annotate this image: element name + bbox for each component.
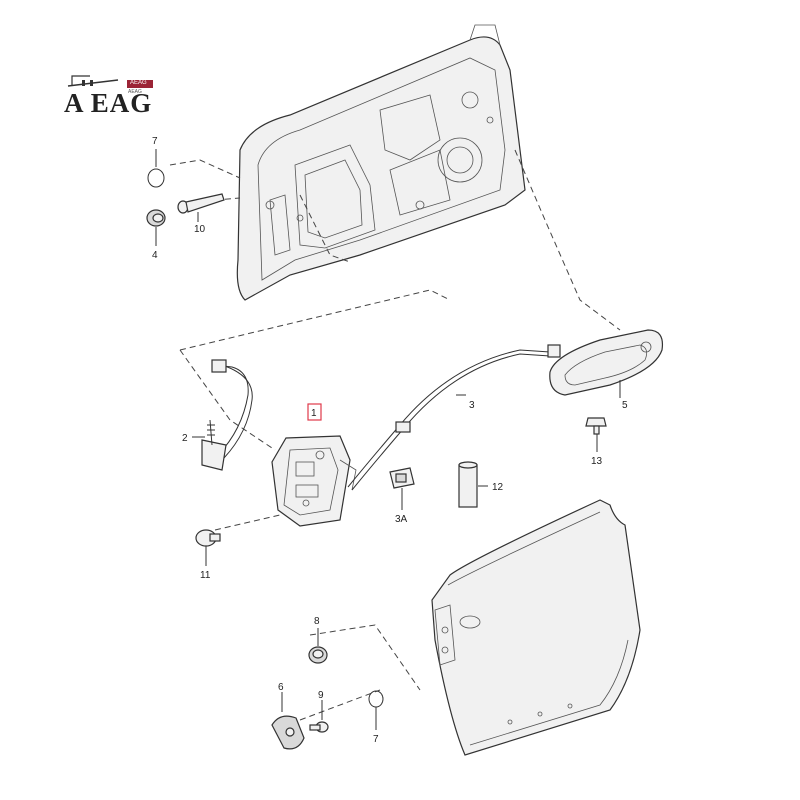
callout-2: 2 [182,433,188,444]
callout-ticks [155,149,621,730]
callout-5: 5 [622,400,628,411]
leader-lines [169,149,621,721]
grommet-part-4 [146,209,166,227]
door-lock-part-1 [271,403,357,527]
callout-12: 12 [492,482,504,493]
callout-11: 11 [200,570,211,581]
logo-text: A EAG [64,88,153,118]
brand-logo: AEAG AEAG A EAG [60,72,170,132]
door-outer-panel [431,499,641,756]
callout-13: 13 [591,456,603,467]
sleeve-part-12 [458,461,478,508]
logo-tag: AEAG [127,80,153,88]
clip-part-3a [389,467,415,489]
bolt-part-10 [177,193,225,214]
door-inner-frame [236,24,526,301]
cable-part-2 [201,359,253,471]
handle-part-5 [549,329,664,396]
callout-3: 3 [469,400,475,411]
cable-part-3 [347,344,561,491]
o-ring-bottom [368,690,384,708]
callout-3a: 3A [395,514,408,525]
screw-part-9 [309,721,329,733]
callout-7-top: 7 [152,136,158,147]
logo-mark [67,75,119,87]
callout-7-bottom: 7 [373,734,379,745]
callout-1: 1 [311,408,317,419]
callout-4: 4 [152,250,158,261]
screw-part-13 [585,417,607,435]
callout-10: 10 [194,224,206,235]
logo-small-text: AEAG [128,89,142,95]
callout-6: 6 [278,682,284,693]
part-1-highlight [307,403,322,421]
o-ring-top [147,168,165,188]
bolt-part-11 [195,529,221,547]
callout-9: 9 [318,690,324,701]
callout-8: 8 [314,616,320,627]
grommet-part-8 [308,646,328,664]
striker-part-6 [271,715,305,750]
